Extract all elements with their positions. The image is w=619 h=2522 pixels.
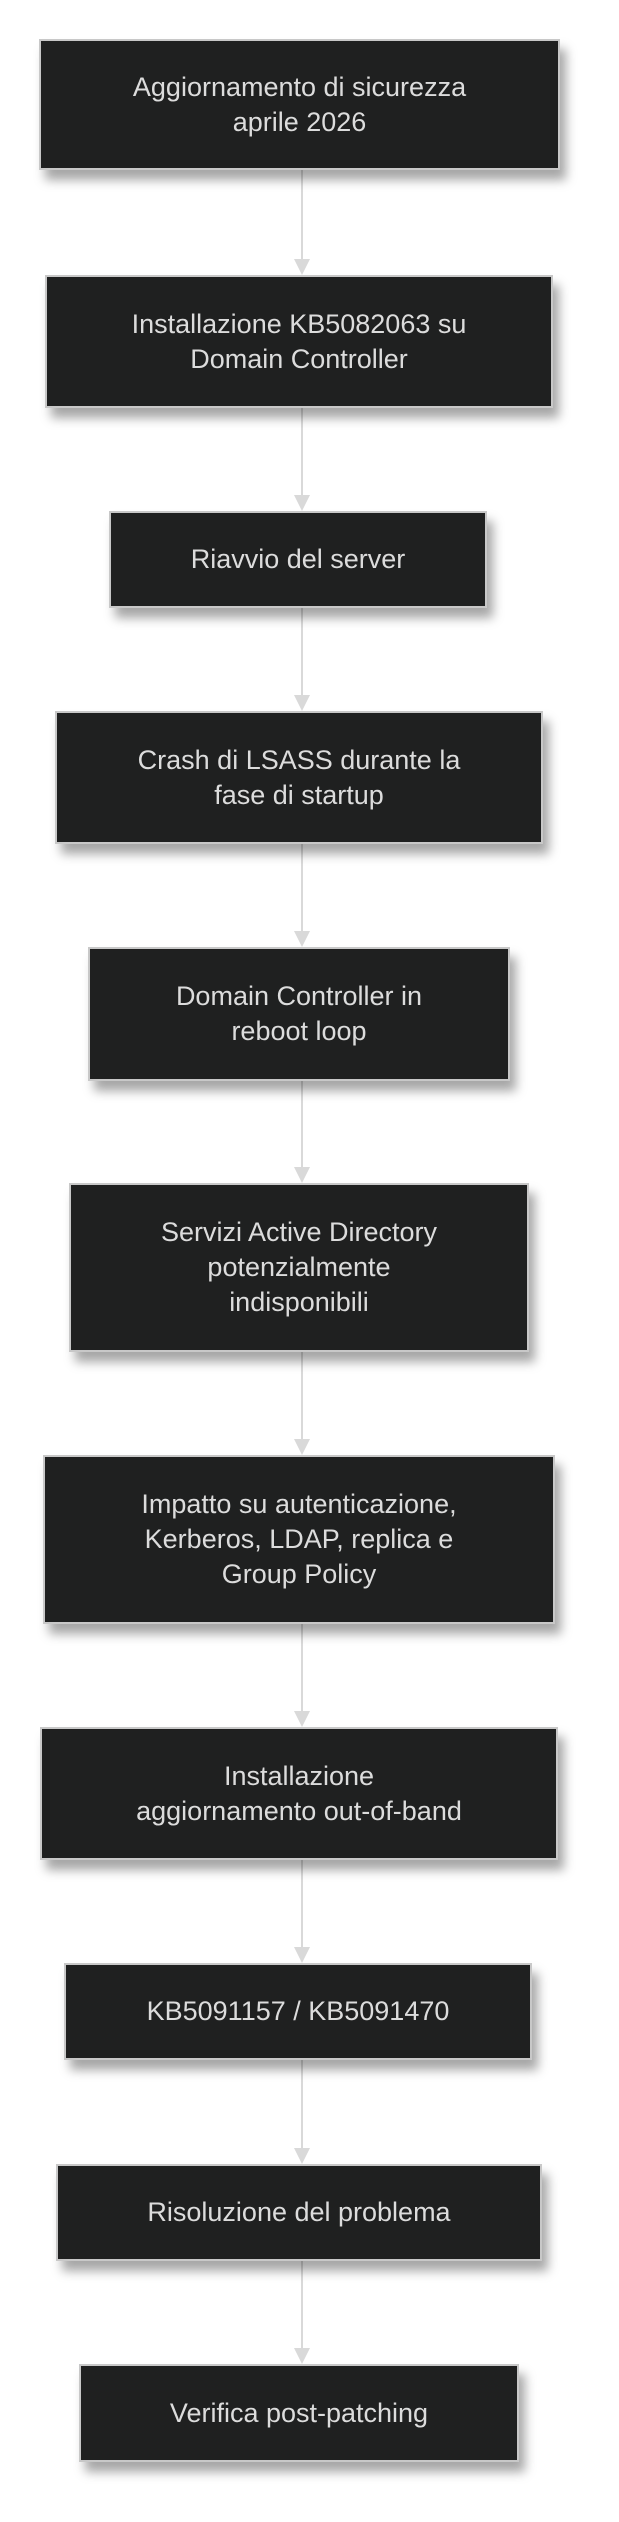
arrowhead-icon: [294, 495, 310, 511]
arrowhead-icon: [294, 2348, 310, 2364]
node-security-update[interactable]: Aggiornamento di sicurezza aprile 2026: [39, 39, 560, 170]
arrowhead-icon: [294, 1947, 310, 1963]
node-resolution[interactable]: Risoluzione del problema: [56, 2164, 542, 2261]
node-kb-numbers[interactable]: KB5091157 / KB5091470: [64, 1963, 532, 2060]
arrowhead-icon: [294, 1439, 310, 1455]
arrowhead-icon: [294, 931, 310, 947]
arrowhead-icon: [294, 1711, 310, 1727]
arrowhead-icon: [294, 259, 310, 275]
arrowhead-icon: [294, 2148, 310, 2164]
node-impact[interactable]: Impatto su autenticazione, Kerberos, LDA…: [43, 1455, 555, 1624]
node-ad-unavailable[interactable]: Servizi Active Directory potenzialmente …: [69, 1183, 529, 1352]
arrowhead-icon: [294, 695, 310, 711]
node-reboot-server[interactable]: Riavvio del server: [109, 511, 487, 608]
node-lsass-crash[interactable]: Crash di LSASS durante la fase di startu…: [55, 711, 543, 844]
arrowhead-icon: [294, 1167, 310, 1183]
node-reboot-loop[interactable]: Domain Controller in reboot loop: [88, 947, 510, 1081]
node-install-kb[interactable]: Installazione KB5082063 su Domain Contro…: [45, 275, 553, 408]
node-verification[interactable]: Verifica post-patching: [79, 2364, 519, 2462]
node-oob-update[interactable]: Installazione aggiornamento out-of-band: [40, 1727, 558, 1860]
